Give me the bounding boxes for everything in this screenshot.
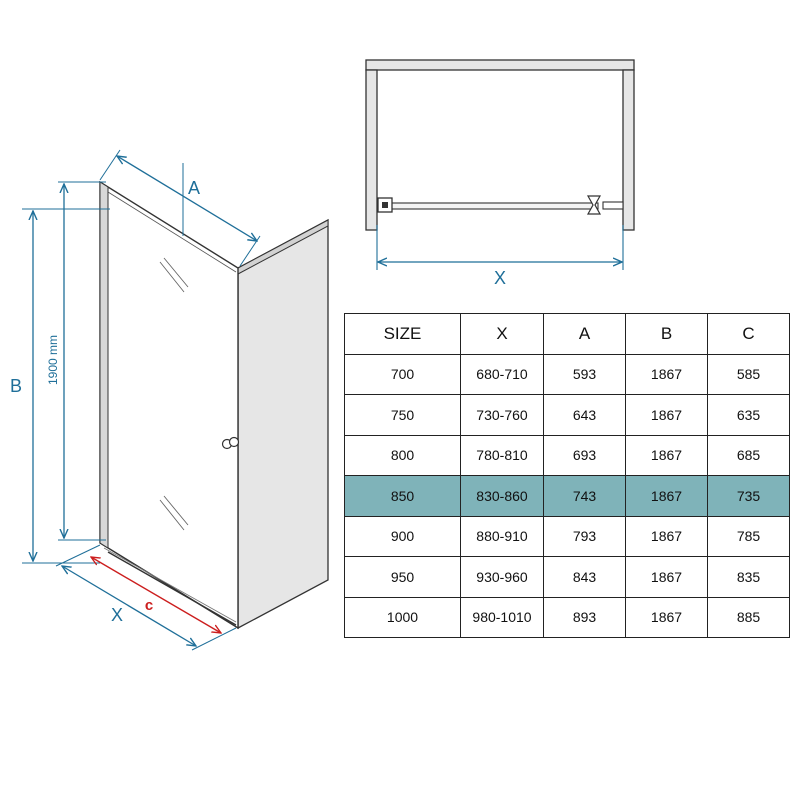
cell-c: 835 [707, 556, 790, 598]
a-label: A [188, 178, 200, 198]
table-row: 950 930-960 843 1867 835 [344, 556, 790, 598]
cell-a: 843 [543, 556, 626, 598]
perspective-view: A 1900 mm B X c [10, 149, 329, 651]
cell-size: 700 [344, 353, 461, 395]
a-dimension-line [117, 156, 257, 241]
cell-b: 1867 [625, 475, 708, 517]
cell-size: 750 [344, 394, 461, 436]
glass-reflection-4 [163, 495, 189, 526]
cell-a: 643 [543, 394, 626, 436]
table-row-highlighted: 850 830-860 743 1867 735 [344, 475, 790, 517]
cell-size: 950 [344, 556, 461, 598]
glass-reflection-2 [163, 257, 189, 288]
cell-b: 1867 [625, 556, 708, 598]
cell-a: 893 [543, 596, 626, 638]
c-label: c [145, 597, 153, 614]
cell-size: 800 [344, 434, 461, 476]
cell-c: 585 [707, 353, 790, 395]
cell-b: 1867 [625, 434, 708, 476]
cell-a: 743 [543, 475, 626, 517]
top-view: X [365, 59, 635, 288]
top-wall-back [365, 59, 635, 71]
c-dimension-line [91, 557, 221, 633]
table-header-row: SIZE X A B C [344, 313, 790, 355]
table-row: 800 780-810 693 1867 685 [344, 434, 790, 476]
cell-a: 693 [543, 434, 626, 476]
door-glass [99, 180, 239, 630]
cell-b: 1867 [625, 515, 708, 557]
top-handle [586, 195, 602, 215]
cell-b: 1867 [625, 353, 708, 395]
side-wall-panel [237, 218, 329, 630]
x-ext-right [191, 627, 237, 651]
table-row: 750 730-760 643 1867 635 [344, 394, 790, 436]
top-door-glass [389, 202, 599, 210]
cell-b: 1867 [625, 596, 708, 638]
cell-size: 900 [344, 515, 461, 557]
door-handle-knob-2 [228, 436, 240, 448]
cell-a: 593 [543, 353, 626, 395]
cell-size: 850 [344, 475, 461, 517]
top-x-label: X [494, 268, 506, 288]
x-label: X [111, 605, 123, 625]
table-row: 700 680-710 593 1867 585 [344, 353, 790, 395]
cell-c: 685 [707, 434, 790, 476]
cell-c: 635 [707, 394, 790, 436]
cell-x: 980-1010 [460, 596, 544, 638]
top-door-end [602, 201, 624, 210]
top-hinge-inner [382, 202, 388, 208]
header-x: X [460, 313, 544, 355]
header-a: A [543, 313, 626, 355]
glass-reflection-1 [159, 261, 185, 293]
cell-size: 1000 [344, 596, 461, 638]
cell-x: 730-760 [460, 394, 544, 436]
cell-a: 793 [543, 515, 626, 557]
top-wall-left [365, 69, 378, 231]
b-label: B [10, 376, 22, 396]
glass-reflection-3 [159, 499, 185, 531]
x-ext-left [55, 544, 101, 567]
size-table: SIZE X A B C 700 680-710 593 1867 585 75… [344, 313, 790, 638]
cell-c: 885 [707, 596, 790, 638]
door-profile [99, 181, 109, 549]
cell-c: 785 [707, 515, 790, 557]
table-row: 1000 980-1010 893 1867 885 [344, 596, 790, 638]
height-label: 1900 mm [46, 335, 60, 385]
cell-x: 930-960 [460, 556, 544, 598]
header-c: C [707, 313, 790, 355]
table-row: 900 880-910 793 1867 785 [344, 515, 790, 557]
cell-x: 880-910 [460, 515, 544, 557]
cell-c: 735 [707, 475, 790, 517]
a-ext-left [99, 149, 121, 181]
top-wall-right [622, 69, 635, 231]
header-b: B [625, 313, 708, 355]
cell-x: 830-860 [460, 475, 544, 517]
header-size: SIZE [344, 313, 461, 355]
cell-b: 1867 [625, 394, 708, 436]
cell-x: 680-710 [460, 353, 544, 395]
cell-x: 780-810 [460, 434, 544, 476]
